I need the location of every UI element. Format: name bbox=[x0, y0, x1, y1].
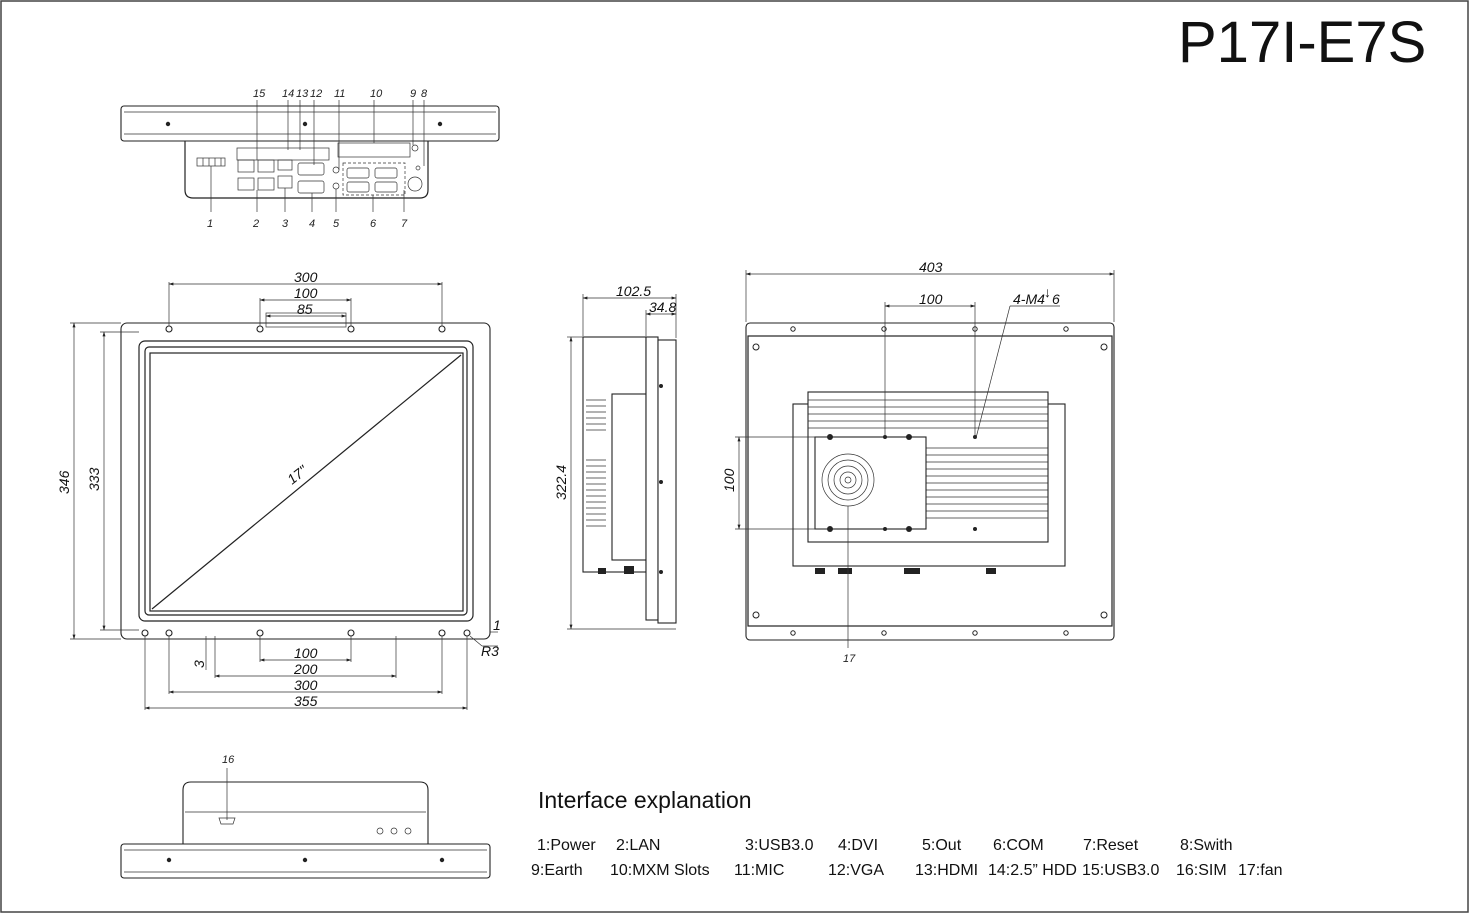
dim-34-8: 34.8 bbox=[649, 299, 676, 315]
legend-10: 10:MXM Slots bbox=[610, 862, 710, 879]
screw-depth: 6 bbox=[1052, 291, 1060, 307]
dim-radius: R3 bbox=[481, 643, 499, 659]
interface-heading: Interface explanation bbox=[538, 787, 752, 813]
dim-346: 346 bbox=[56, 470, 72, 494]
legend-11: 11:MIC bbox=[734, 862, 784, 879]
dim-85-top: 85 bbox=[297, 301, 313, 317]
callout-11: 11 bbox=[334, 88, 345, 100]
dim-300-bottom: 300 bbox=[294, 677, 318, 693]
dim-100-back-top: 100 bbox=[919, 291, 943, 307]
legend-14: 14:2.5” HDD bbox=[988, 862, 1077, 879]
front-view: 17" 300 100 85 346 333 bbox=[56, 269, 501, 710]
callout-15: 15 bbox=[253, 88, 266, 100]
dim-333: 333 bbox=[86, 467, 102, 491]
screw-note: 4-M4 bbox=[1013, 291, 1045, 307]
callout-16: 16 bbox=[222, 754, 235, 766]
callout-6: 6 bbox=[370, 218, 377, 230]
dim-100-back-side: 100 bbox=[721, 468, 737, 492]
side-view: 102.5 34.8 322.4 bbox=[553, 283, 677, 630]
back-view: 403 100 4-M4 ↓ 6 100 17 bbox=[721, 259, 1115, 665]
legend-4: 4:DVI bbox=[838, 837, 878, 854]
dim-200-bottom: 200 bbox=[293, 661, 318, 677]
legend-15: 15:USB3.0 bbox=[1082, 862, 1159, 879]
callout-4: 4 bbox=[309, 218, 315, 230]
legend-13: 13:HDMI bbox=[915, 862, 978, 879]
legend-1: 1:Power bbox=[537, 837, 596, 854]
dim-offset-1: 1 bbox=[493, 617, 501, 633]
callout-17: 17 bbox=[843, 653, 856, 665]
legend-9: 9:Earth bbox=[531, 862, 583, 879]
callout-7: 7 bbox=[401, 218, 408, 230]
callout-1: 1 bbox=[207, 218, 213, 230]
bottom-view: 16 bbox=[120, 754, 491, 879]
callout-3: 3 bbox=[282, 218, 289, 230]
callout-2: 2 bbox=[252, 218, 259, 230]
legend-12: 12:VGA bbox=[828, 862, 884, 879]
callout-9: 9 bbox=[410, 88, 416, 100]
callout-14: 14 bbox=[282, 88, 294, 100]
legend-17: 17:fan bbox=[1238, 862, 1282, 879]
legend-6: 6:COM bbox=[993, 837, 1044, 854]
dim-300-top: 300 bbox=[294, 269, 318, 285]
dim-offset-3: 3 bbox=[191, 660, 207, 668]
callout-10: 10 bbox=[370, 88, 383, 100]
screw-depth-symbol: ↓ bbox=[1044, 284, 1051, 300]
dim-322-4: 322.4 bbox=[553, 465, 569, 500]
legend-16: 16:SIM bbox=[1176, 862, 1227, 879]
callout-12: 12 bbox=[310, 88, 322, 100]
callout-5: 5 bbox=[333, 218, 340, 230]
legend-3: 3:USB3.0 bbox=[745, 837, 814, 854]
dim-100-top: 100 bbox=[294, 285, 318, 301]
legend-8: 8:Swith bbox=[1180, 837, 1232, 854]
dim-102-5: 102.5 bbox=[616, 283, 651, 299]
legend-5: 5:Out bbox=[922, 837, 962, 854]
interface-legend: Interface explanation 1:Power 2:LAN 3:US… bbox=[531, 787, 1282, 879]
model-title: P17I-E7S bbox=[1178, 10, 1426, 75]
callout-13: 13 bbox=[296, 88, 309, 100]
dim-100-bottom: 100 bbox=[294, 645, 318, 661]
callout-8: 8 bbox=[421, 88, 428, 100]
legend-7: 7:Reset bbox=[1083, 837, 1139, 854]
legend-2: 2:LAN bbox=[616, 837, 660, 854]
dim-355-bottom: 355 bbox=[294, 693, 318, 709]
dim-403: 403 bbox=[919, 259, 943, 275]
top-io-view: 15 14 13 12 11 10 9 8 1 2 3 4 5 6 7 bbox=[120, 88, 500, 230]
